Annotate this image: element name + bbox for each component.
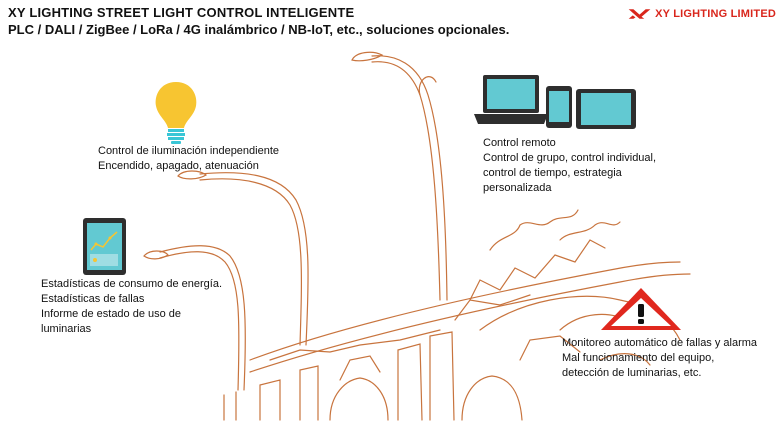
feature-remote-control: Control remoto Control de grupo, control…	[483, 136, 656, 196]
devices-icon	[474, 75, 636, 129]
feature-heading: Control de iluminación independiente	[98, 145, 280, 157]
feature-line: Control de grupo, control individual,	[483, 152, 657, 164]
warning-icon	[601, 288, 681, 330]
feature-heading: Monitoreo automático de fallas y alarma	[562, 337, 758, 349]
feature-line: luminarias	[41, 323, 92, 335]
feature-line: control de tiempo, estrategia	[483, 167, 622, 179]
brand-logo: XY LIGHTING LIMITED	[628, 2, 776, 26]
feature-line: Encendido, apagado, atenuación	[98, 160, 259, 172]
feature-line: detección de luminarias, etc.	[562, 367, 702, 379]
feature-line: Estadísticas de fallas	[41, 293, 145, 305]
feature-fault-monitoring: Monitoreo automático de fallas y alarma …	[562, 336, 757, 381]
feature-statistics: Estadísticas de consumo de energía. Esta…	[41, 277, 222, 337]
light-bulb-icon	[155, 82, 197, 144]
feature-line: Mal funcionamiento del equipo,	[562, 352, 715, 364]
feature-line: Informe de estado de uso de	[41, 308, 182, 320]
xy-logo-mark-icon	[628, 9, 651, 19]
feature-heading: Estadísticas de consumo de energía.	[41, 278, 222, 290]
tablet-chart-icon	[83, 218, 126, 275]
page-title: XY LIGHTING STREET LIGHT CONTROL INTELIG…	[8, 5, 355, 20]
logo-text: XY LIGHTING LIMITED	[655, 8, 776, 20]
feature-heading: Control remoto	[483, 137, 556, 149]
page-subtitle: PLC / DALI / ZigBee / LoRa / 4G inalámbr…	[8, 22, 510, 37]
feature-line: personalizada	[483, 182, 552, 194]
feature-lighting-control: Control de iluminación independiente Enc…	[98, 144, 279, 174]
